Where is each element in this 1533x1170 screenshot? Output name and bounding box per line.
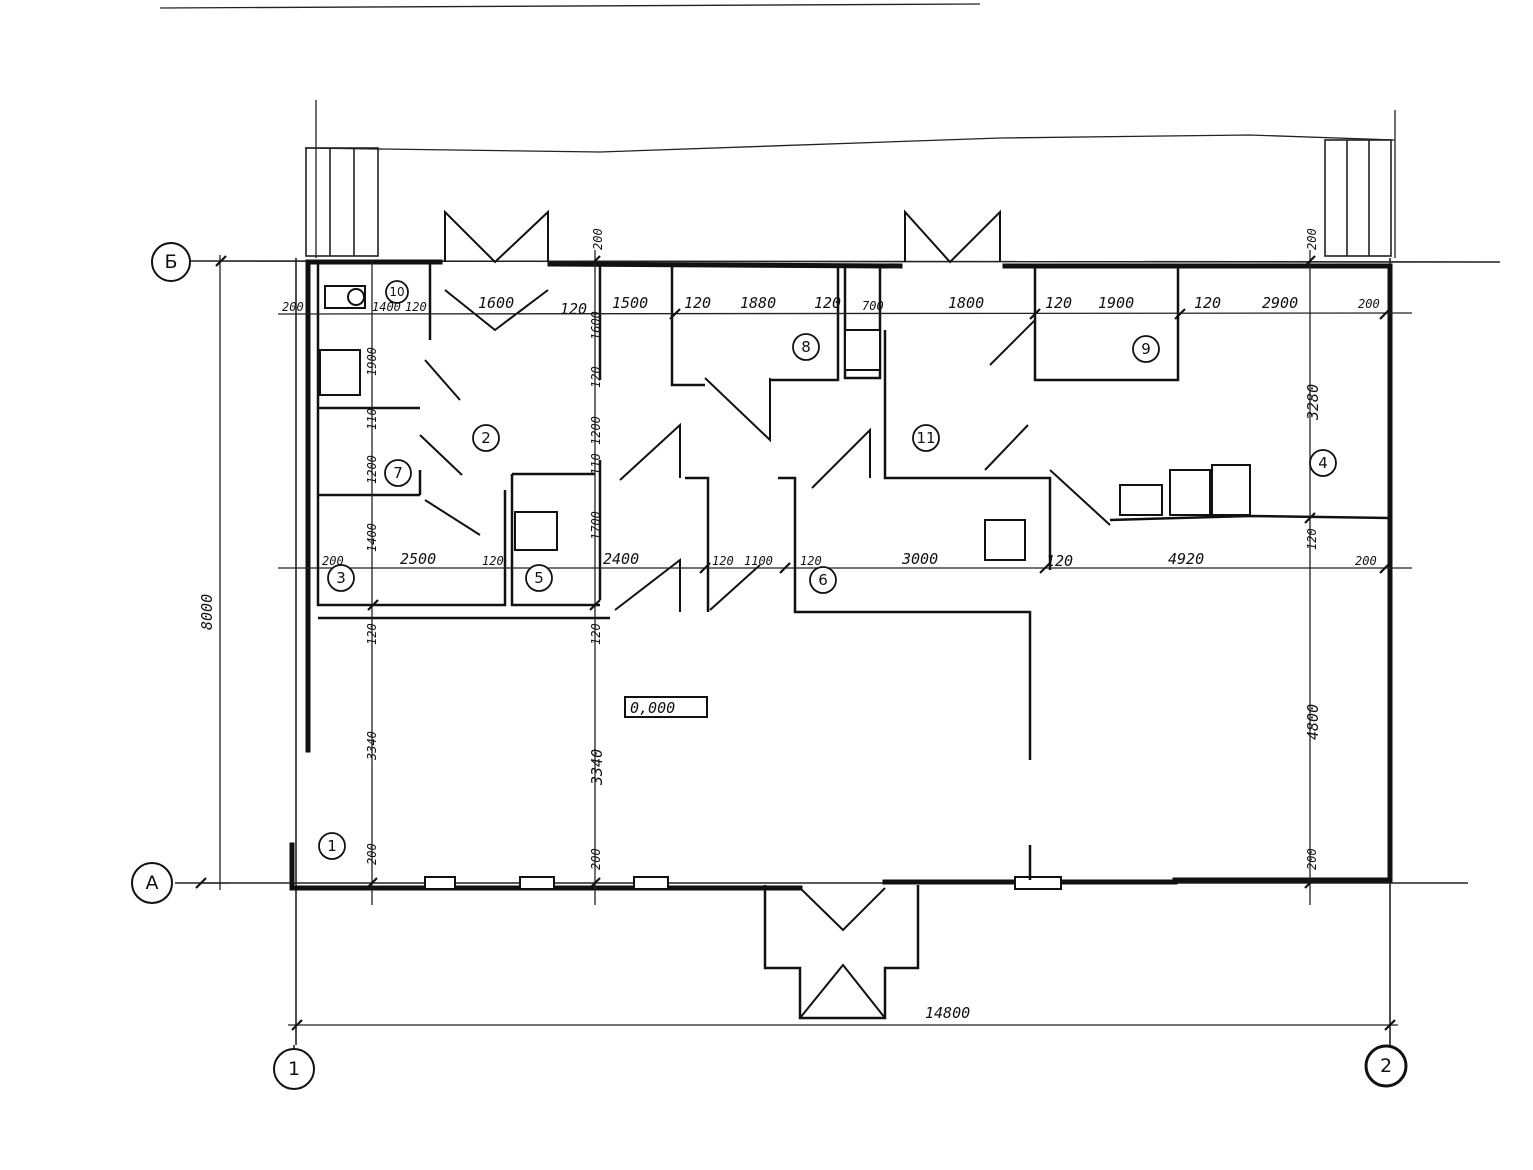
dim-center-1200: 1200 bbox=[589, 416, 603, 445]
room-marker-6: 6 bbox=[809, 566, 837, 594]
dim-overall-height: 8000 bbox=[198, 594, 216, 630]
dim-top-1880: 1880 bbox=[740, 294, 776, 312]
dim-mid-2500: 2500 bbox=[400, 550, 436, 568]
axis-marker-b: Б bbox=[151, 242, 191, 282]
room-marker-8: 8 bbox=[792, 333, 820, 361]
level-mark: 0,000 bbox=[624, 696, 708, 718]
dim-top-120d: 120 bbox=[814, 294, 841, 312]
dim-center-120b: 120 bbox=[589, 623, 603, 645]
dim-center-1600: 1600 bbox=[589, 311, 603, 340]
axis-marker-1: 1 bbox=[273, 1045, 315, 1090]
svg-text:9: 9 bbox=[1141, 340, 1151, 358]
paper-edge-line bbox=[159, 3, 981, 9]
room-marker-1: 1 bbox=[318, 832, 346, 860]
dim-left-1900: 1900 bbox=[365, 347, 379, 376]
dim-top-200b: 200 bbox=[1358, 297, 1380, 311]
dim-top-1400: 1400 bbox=[372, 300, 401, 314]
dim-top-1800: 1800 bbox=[948, 294, 984, 312]
dim-center-110: 110 bbox=[589, 453, 603, 475]
dim-right-3280: 3280 bbox=[1304, 384, 1322, 421]
room-marker-5: 5 bbox=[525, 564, 553, 592]
dim-top-1500: 1500 bbox=[612, 294, 648, 312]
dim-top-120f: 120 bbox=[1194, 294, 1221, 312]
dim-top-700: 700 bbox=[862, 299, 884, 313]
dim-left-110: 110 bbox=[365, 408, 379, 430]
dim-mid-1100: 1100 bbox=[744, 554, 773, 568]
room-marker-3: 3 bbox=[327, 564, 355, 592]
dim-right-200: 200 bbox=[1305, 228, 1319, 250]
dim-overall-width: 14800 bbox=[925, 1004, 970, 1022]
dim-top-2900: 2900 bbox=[1262, 294, 1298, 312]
axis-marker-a: A bbox=[131, 862, 173, 904]
dim-center-3340: 3340 bbox=[588, 749, 606, 786]
room-marker-7: 7 bbox=[384, 459, 412, 487]
axis-label-1: 1 bbox=[288, 1058, 300, 1080]
dim-mid-2400: 2400 bbox=[603, 550, 639, 568]
dim-top-120e: 120 bbox=[1045, 294, 1072, 312]
svg-text:1: 1 bbox=[327, 837, 337, 855]
svg-text:7: 7 bbox=[393, 464, 403, 482]
axis-label-a: A bbox=[146, 872, 159, 894]
axis-label-b: Б bbox=[164, 251, 177, 273]
dim-mid-120a: 120 bbox=[482, 554, 504, 568]
interior-walls bbox=[316, 262, 1391, 880]
room-marker-11: 11 bbox=[912, 424, 940, 452]
dim-top-120a: 120 bbox=[405, 300, 427, 314]
dim-texts-vertical: 1900 110 1200 1400 120 3340 200 200 1600… bbox=[198, 228, 1322, 870]
dim-center-200b: 200 bbox=[589, 848, 603, 870]
dim-center-120a: 120 bbox=[589, 366, 603, 388]
dim-mid-120b: 120 bbox=[712, 554, 734, 568]
dim-center-1700: 1700 bbox=[589, 511, 603, 540]
svg-text:3: 3 bbox=[336, 569, 346, 587]
dim-top-1600: 1600 bbox=[478, 294, 514, 312]
svg-text:11: 11 bbox=[916, 429, 935, 447]
dimension-ticks bbox=[195, 255, 1396, 1031]
room-marker-10: 10 bbox=[385, 280, 409, 304]
dim-left-1200: 1200 bbox=[365, 455, 379, 484]
svg-text:5: 5 bbox=[534, 569, 544, 587]
axis-label-2: 2 bbox=[1380, 1055, 1392, 1077]
dim-left-120: 120 bbox=[365, 623, 379, 645]
svg-text:10: 10 bbox=[389, 285, 404, 299]
dim-right-4800: 4800 bbox=[1304, 704, 1322, 740]
dim-top-200: 200 bbox=[282, 300, 304, 314]
exterior-walls bbox=[289, 259, 1393, 1020]
room-marker-9: 9 bbox=[1132, 335, 1160, 363]
dim-top-1900: 1900 bbox=[1098, 294, 1134, 312]
room-marker-4: 4 bbox=[1309, 449, 1337, 477]
level-mark-text: 0,000 bbox=[630, 699, 675, 717]
dim-mid-120d: 120 bbox=[1046, 552, 1073, 570]
dim-right-200b: 200 bbox=[1305, 848, 1319, 870]
room-markers: 1 2 3 4 5 6 7 8 9 10 11 bbox=[318, 280, 1337, 860]
dim-top-120b: 120 bbox=[560, 300, 587, 318]
dimension-lines bbox=[200, 250, 1413, 1026]
dim-left-200: 200 bbox=[365, 843, 379, 865]
dim-texts-mid-row: 200 2500 120 2400 120 1100 120 3000 120 … bbox=[322, 550, 1377, 570]
axis-marker-2: 2 bbox=[1364, 1044, 1408, 1088]
room-marker-2: 2 bbox=[472, 424, 500, 452]
svg-text:6: 6 bbox=[818, 571, 828, 589]
dim-mid-4920: 4920 bbox=[1168, 550, 1204, 568]
sanitary-fixtures bbox=[319, 285, 1251, 561]
svg-text:2: 2 bbox=[481, 429, 491, 447]
svg-text:8: 8 bbox=[801, 338, 811, 356]
dim-mid-200b: 200 bbox=[1355, 554, 1377, 568]
dim-center-200: 200 bbox=[591, 228, 605, 250]
dim-top-120c: 120 bbox=[684, 294, 711, 312]
dim-left-1400: 1400 bbox=[365, 523, 379, 552]
svg-text:4: 4 bbox=[1318, 454, 1328, 472]
dim-right-120: 120 bbox=[1305, 528, 1319, 550]
doors bbox=[419, 209, 1111, 612]
upper-outline bbox=[304, 100, 1396, 258]
dim-texts-top-row: 200 1400 120 1600 120 1500 120 1880 120 … bbox=[282, 294, 1380, 318]
dim-mid-120c: 120 bbox=[800, 554, 822, 568]
dim-left-3340: 3340 bbox=[365, 731, 379, 761]
dim-mid-3000: 3000 bbox=[901, 550, 938, 568]
